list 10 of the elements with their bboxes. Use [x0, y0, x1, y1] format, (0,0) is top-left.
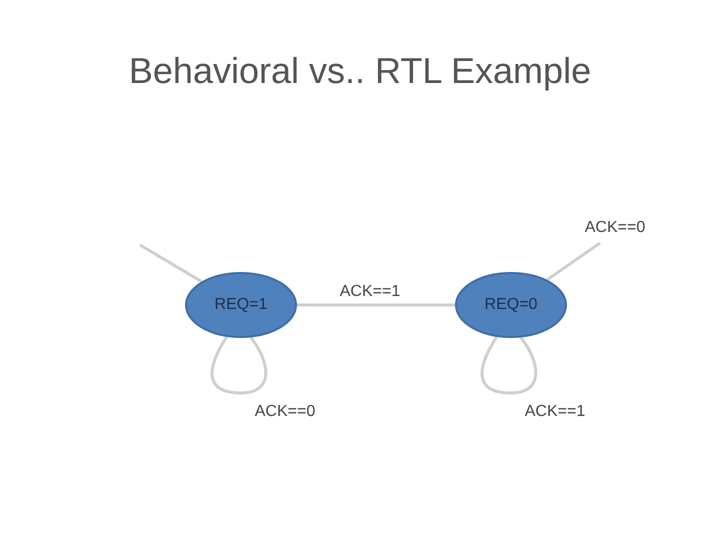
- transition-line: [139, 244, 202, 283]
- state-label: REQ=1: [214, 296, 268, 314]
- state-ellipse: [455, 272, 567, 338]
- transition-line: [297, 304, 455, 306]
- transition-line: [480, 336, 538, 394]
- transition-line: [546, 242, 601, 282]
- title: Behavioral vs.. RTL Example: [128, 50, 592, 92]
- state-label: REQ=0: [484, 296, 538, 314]
- transition-line: [210, 336, 268, 394]
- state-ellipse: [185, 272, 297, 338]
